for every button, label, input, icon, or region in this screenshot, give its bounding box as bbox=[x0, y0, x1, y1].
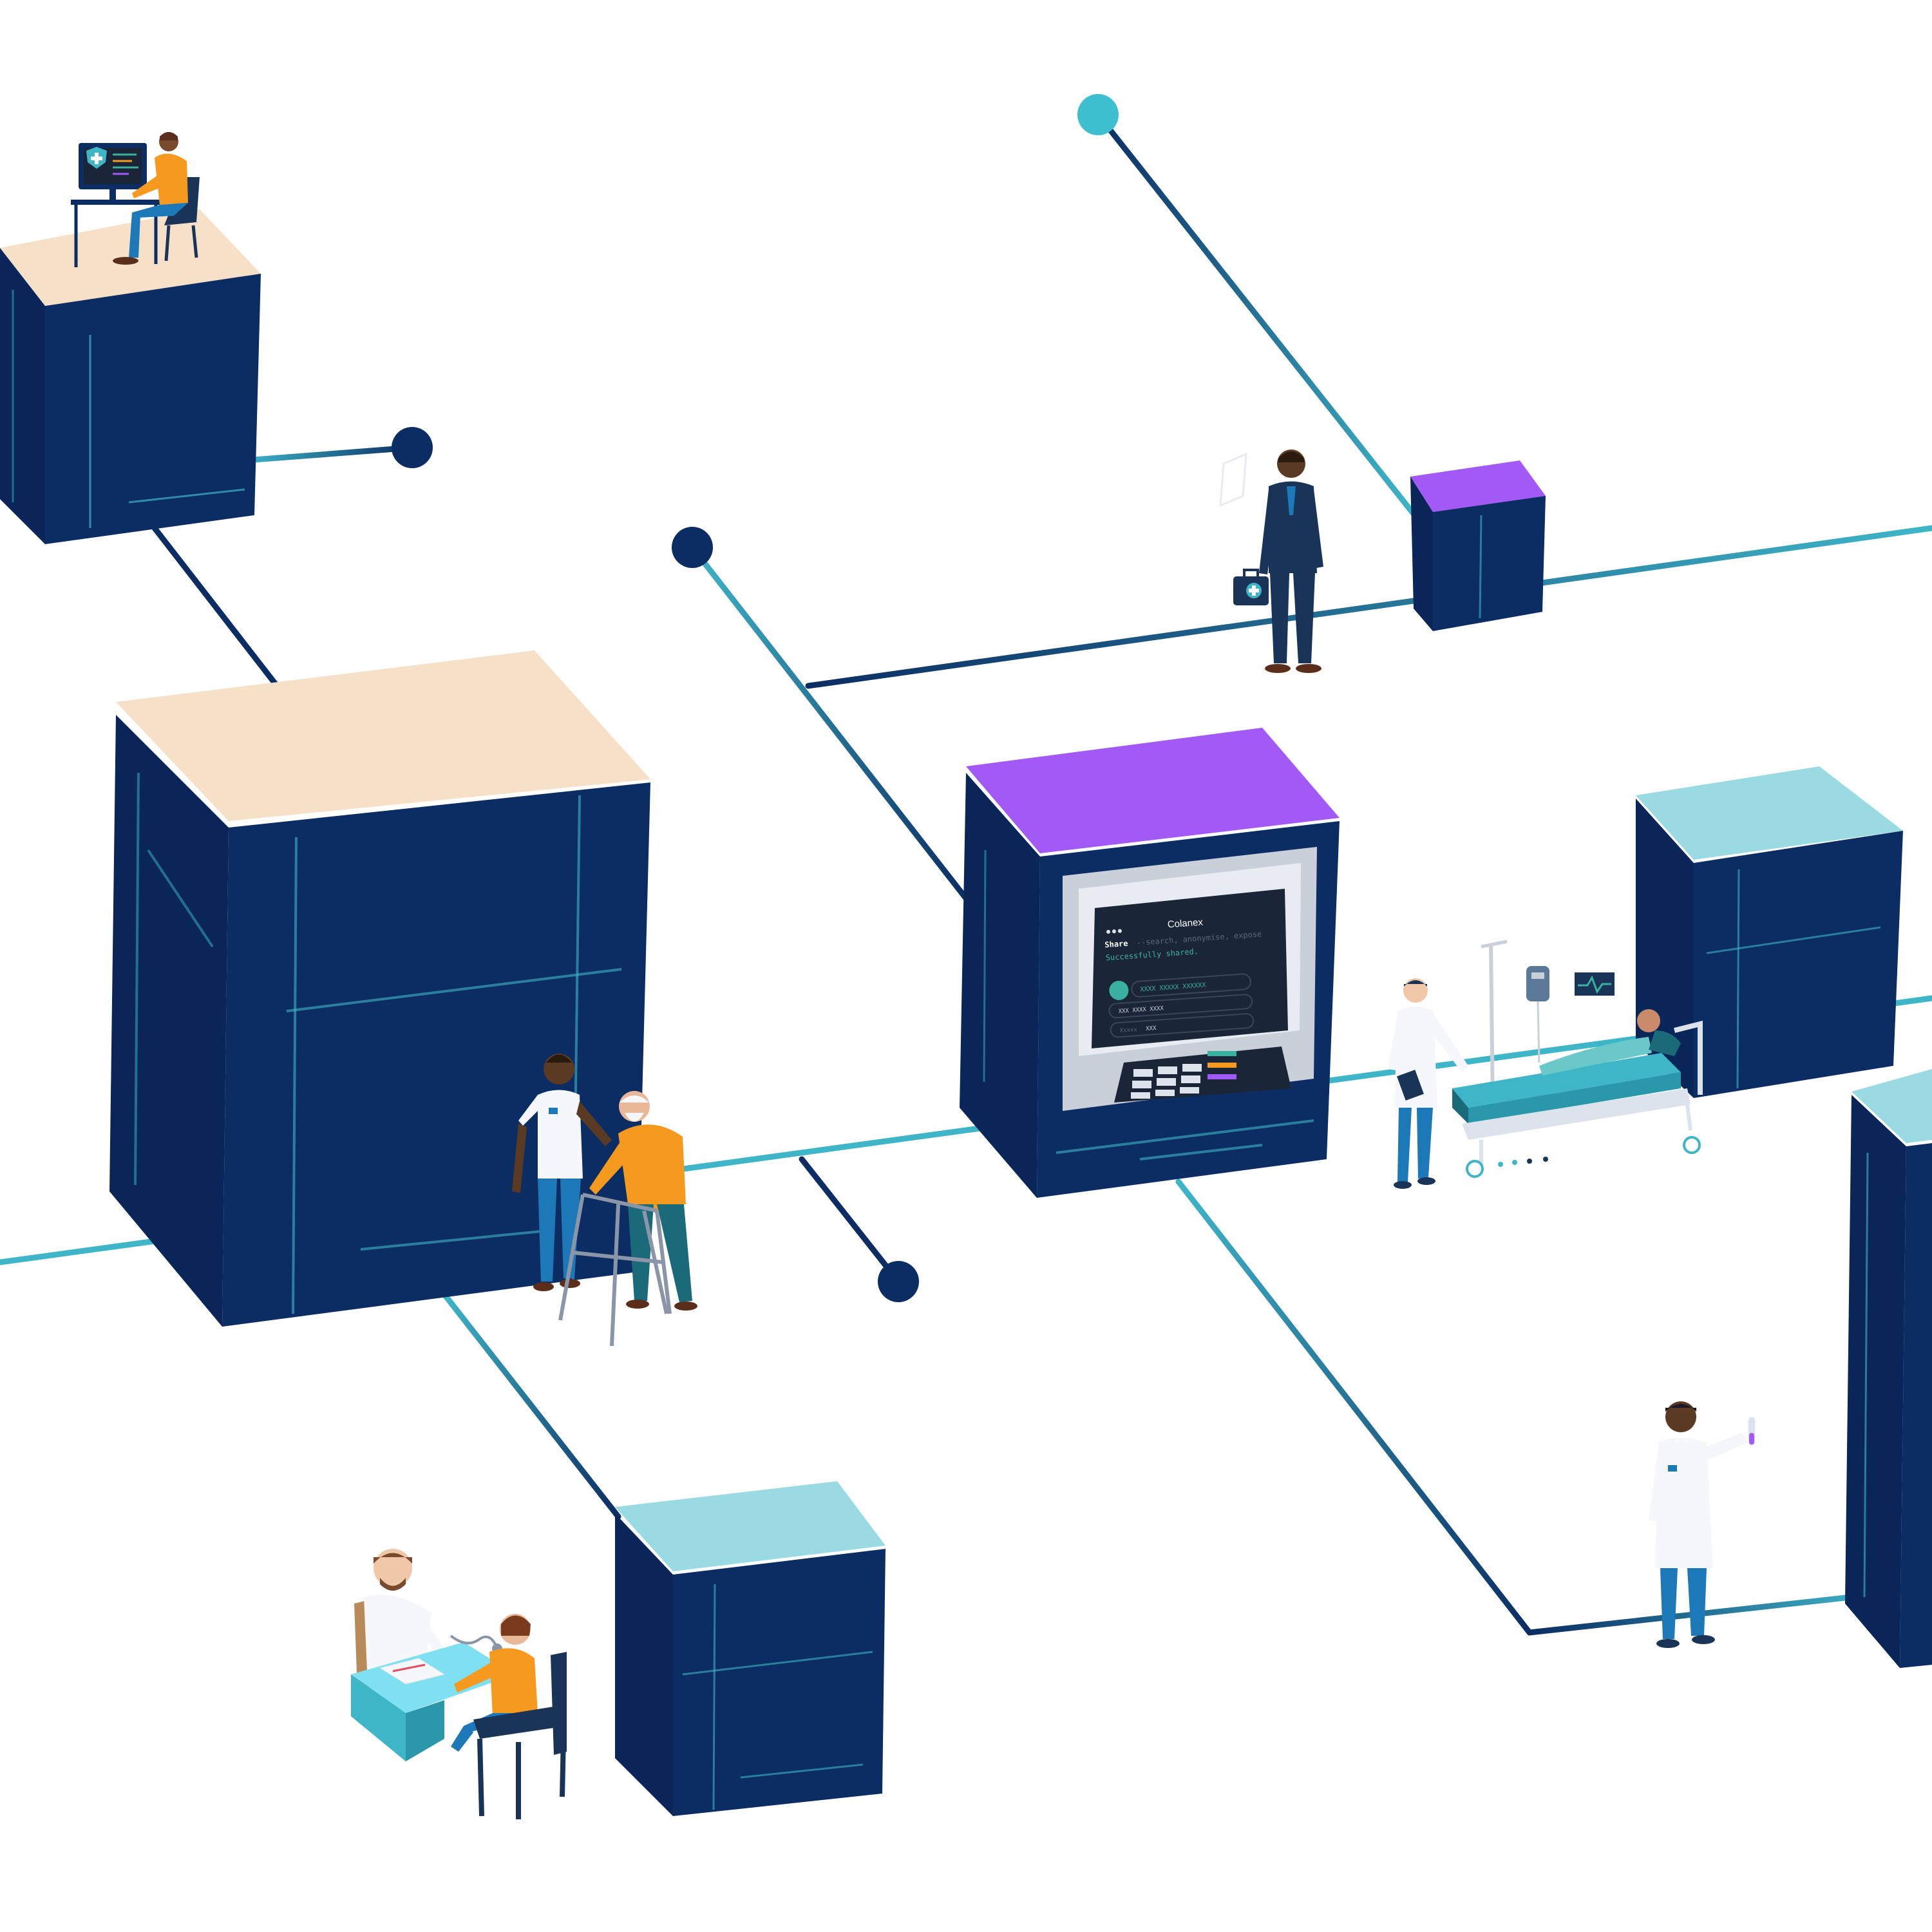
scientist-person bbox=[1649, 1401, 1755, 1648]
node-dot-lower bbox=[878, 1261, 919, 1302]
developer-person bbox=[71, 132, 200, 267]
atm-screen bbox=[1092, 889, 1288, 1048]
line-lower-right-horizontal bbox=[1526, 1591, 1884, 1636]
atm-avatar bbox=[1109, 980, 1129, 1000]
desk bbox=[351, 1642, 515, 1713]
server-block-far-right bbox=[1845, 1069, 1932, 1668]
line-to-lower-dot bbox=[799, 1156, 902, 1285]
line-upper-horizontal bbox=[805, 525, 1932, 689]
line-bottom-left-diagonal bbox=[441, 1291, 621, 1520]
atm-field-2 bbox=[1108, 994, 1253, 1019]
iv-drip-icon bbox=[1526, 966, 1549, 1063]
atm-screen-title: Colanex bbox=[1167, 917, 1204, 931]
atm-field-1 bbox=[1131, 973, 1251, 998]
server-block-bottom bbox=[615, 1481, 886, 1816]
server-block-small-purple bbox=[1410, 460, 1546, 631]
atm-field-3-value: XXX bbox=[1146, 1025, 1157, 1032]
elderly-man-person bbox=[589, 1091, 697, 1311]
atm-kiosk bbox=[960, 728, 1340, 1198]
walker-frame bbox=[558, 1193, 672, 1347]
line-lower-diagonal bbox=[1175, 1179, 1533, 1636]
network-nodes bbox=[392, 94, 1119, 1302]
consultation-scene bbox=[351, 1549, 567, 1819]
node-dot-center bbox=[672, 527, 713, 568]
doctor-with-clipboard-person bbox=[1388, 978, 1468, 1189]
businessman-person bbox=[1219, 450, 1323, 673]
nurse-person bbox=[512, 1054, 612, 1291]
shield-plus-icon bbox=[86, 147, 107, 169]
node-dot-cyan bbox=[1077, 94, 1119, 135]
node-dot-left bbox=[392, 427, 433, 468]
line-cyan-dot-diagonal bbox=[1095, 111, 1417, 517]
heartbeat-icon bbox=[1575, 972, 1615, 996]
atm-field-3 bbox=[1110, 1013, 1255, 1038]
line-navy-dot-diagonal bbox=[689, 544, 969, 902]
briefcase-icon bbox=[1233, 569, 1269, 605]
svg-text:Xxxxx XXX: Xxxxx XXX bbox=[1119, 1025, 1157, 1034]
atm-field-2-text: XXX XXXX XXXX bbox=[1118, 1005, 1164, 1015]
atm-field-3-label: Xxxxx bbox=[1119, 1027, 1137, 1034]
line-top-left-to-dot bbox=[242, 444, 415, 464]
atm-command-keyword: Share bbox=[1104, 939, 1128, 949]
hospital-bed bbox=[1452, 940, 1703, 1178]
line-top-left-down bbox=[151, 525, 280, 689]
